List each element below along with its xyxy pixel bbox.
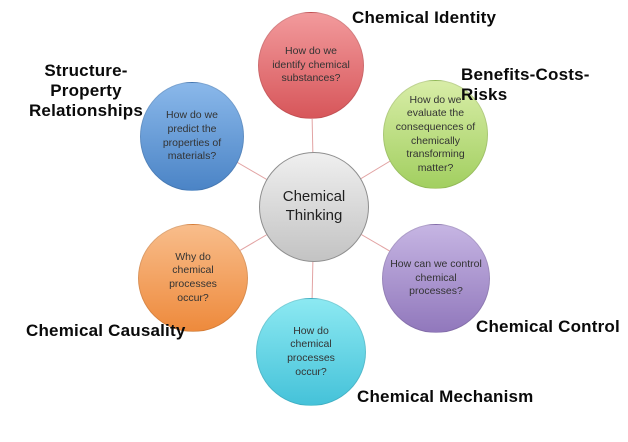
node-chemical-mechanism: How do chemical processes occur? bbox=[256, 298, 366, 406]
label-chemical-control: Chemical Control bbox=[476, 317, 620, 336]
label-benefits-costs-risks: Benefits-Costs-Risks bbox=[461, 65, 590, 104]
label-chemical-causality: Chemical Causality bbox=[26, 321, 186, 340]
label-chemical-mechanism: Chemical Mechanism bbox=[357, 387, 534, 406]
node-chemical-identity: How do we identify chemical substances? bbox=[258, 12, 364, 119]
center-node-chemical-thinking: Chemical Thinking bbox=[259, 152, 369, 262]
node-question-chemical-control: How can we control chemical processes? bbox=[390, 258, 482, 298]
node-chemical-control: How can we control chemical processes? bbox=[382, 224, 490, 333]
node-question-benefits-costs-risks: How do we evaluate the consequences of c… bbox=[395, 93, 476, 174]
node-question-structure-property-relationships: How do we predict the properties of mate… bbox=[162, 109, 222, 163]
center-node-label: Chemical Thinking bbox=[282, 188, 346, 224]
node-question-chemical-identity: How do we identify chemical substances? bbox=[272, 45, 350, 85]
node-question-chemical-causality: Why do chemical processes occur? bbox=[169, 250, 217, 304]
node-chemical-causality: Why do chemical processes occur? bbox=[138, 224, 248, 332]
node-benefits-costs-risks: How do we evaluate the consequences of c… bbox=[383, 80, 488, 189]
label-structure-property-relationships: Structure-Property Relationships bbox=[28, 61, 144, 120]
label-chemical-identity: Chemical Identity bbox=[352, 8, 497, 27]
node-structure-property-relationships: How do we predict the properties of mate… bbox=[140, 82, 244, 191]
node-question-chemical-mechanism: How do chemical processes occur? bbox=[287, 324, 335, 378]
